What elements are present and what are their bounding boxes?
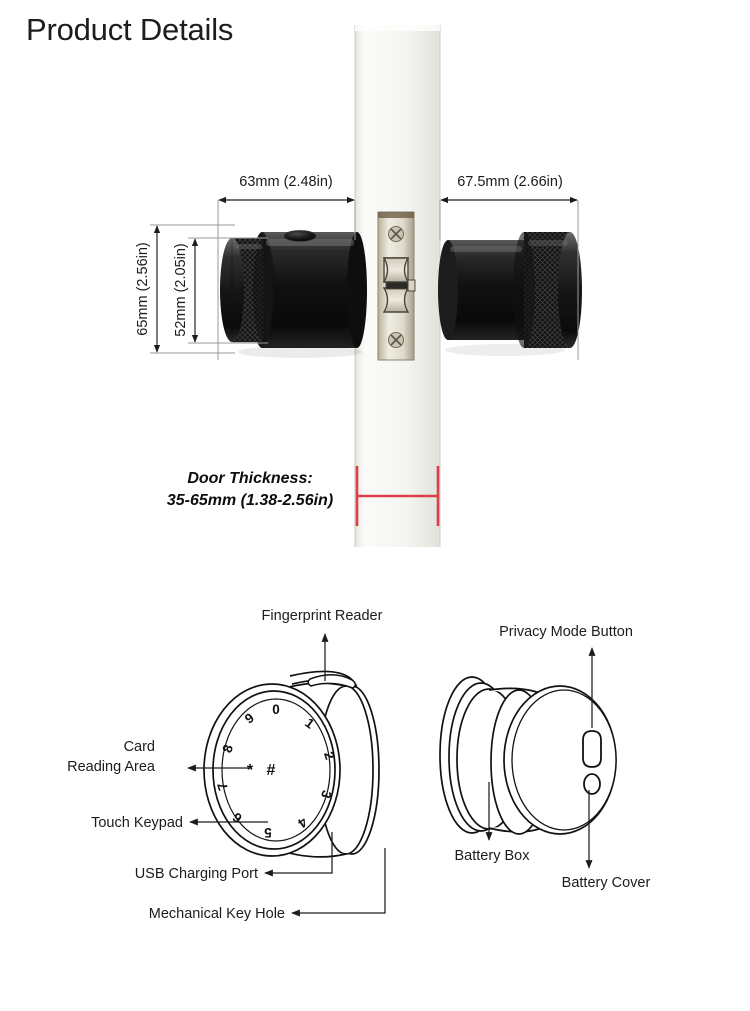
callout-label-usb-charging-port: USB Charging Port xyxy=(135,866,258,882)
dimension-width-left: 63mm (2.48in) xyxy=(217,174,356,360)
callout-fingerprint-reader: Fingerprint Reader xyxy=(262,608,383,681)
door-thickness-callout: Door Thickness: 35-65mm (1.38-2.56in) xyxy=(167,470,333,509)
keypad-key-0: 0 xyxy=(272,702,280,717)
indicator-oval xyxy=(583,773,601,795)
callout-card-reading-area: Card Reading Area xyxy=(67,739,252,775)
battery-knob-lineart xyxy=(439,676,617,835)
interior-knob-photo xyxy=(438,232,582,356)
dimension-label-width-right: 67.5mm (2.66in) xyxy=(457,174,563,190)
callout-label-battery-cover: Battery Cover xyxy=(562,875,651,891)
door-thickness-title: Door Thickness: xyxy=(187,470,312,487)
callout-label-privacy-mode-button: Privacy Mode Button xyxy=(499,624,633,640)
dimension-width-right: 67.5mm (2.66in) xyxy=(439,174,579,360)
keypad-key-2: 2 xyxy=(321,750,338,762)
callout-touch-keypad: Touch Keypad xyxy=(91,815,268,831)
callout-battery-cover: Battery Cover xyxy=(562,790,651,891)
callout-label-card-line1: Card xyxy=(124,739,155,755)
dimension-height-inner: 52mm (2.05in) xyxy=(173,237,268,344)
dimension-label-height-outer: 65mm (2.56in) xyxy=(135,242,151,335)
fingerprint-reader-slot xyxy=(307,674,356,689)
callout-label-mechanical-key-hole: Mechanical Key Hole xyxy=(149,906,285,922)
callout-label-fingerprint-reader: Fingerprint Reader xyxy=(262,608,383,624)
callout-usb-charging-port: USB Charging Port xyxy=(135,832,333,882)
keypad-key-hash: # xyxy=(267,762,276,779)
dimension-label-width-left: 63mm (2.48in) xyxy=(239,174,332,190)
keypad-key-7: 7 xyxy=(214,780,231,792)
callout-label-touch-keypad: Touch Keypad xyxy=(91,815,183,831)
faceplate-screw-bottom xyxy=(388,332,404,348)
privacy-mode-button-slot xyxy=(582,730,602,768)
dimension-height-outer: 65mm (2.56in) xyxy=(135,224,235,354)
keypad-key-star: * xyxy=(247,762,254,779)
callout-label-battery-box: Battery Box xyxy=(455,848,531,864)
fingerprint-reader-surface xyxy=(283,230,317,242)
keypad-knob-lineart xyxy=(203,670,380,858)
exterior-knob-photo xyxy=(220,230,367,358)
keypad-key-5: 5 xyxy=(264,825,272,840)
latch-faceplate xyxy=(377,211,416,361)
dimension-label-height-inner: 52mm (2.05in) xyxy=(173,243,189,336)
callout-label-card-line2: Reading Area xyxy=(67,759,156,775)
page-title: Product Details xyxy=(26,12,234,47)
door-thickness-value: 35-65mm (1.38-2.56in) xyxy=(167,492,333,509)
door-thickness-marker xyxy=(355,466,440,526)
faceplate-screw-top xyxy=(388,226,404,242)
latch-bolt xyxy=(382,257,416,313)
callout-privacy-mode-button: Privacy Mode Button xyxy=(499,624,633,728)
callout-battery-box: Battery Box xyxy=(455,782,531,864)
callout-mechanical-key-hole: Mechanical Key Hole xyxy=(149,848,386,922)
